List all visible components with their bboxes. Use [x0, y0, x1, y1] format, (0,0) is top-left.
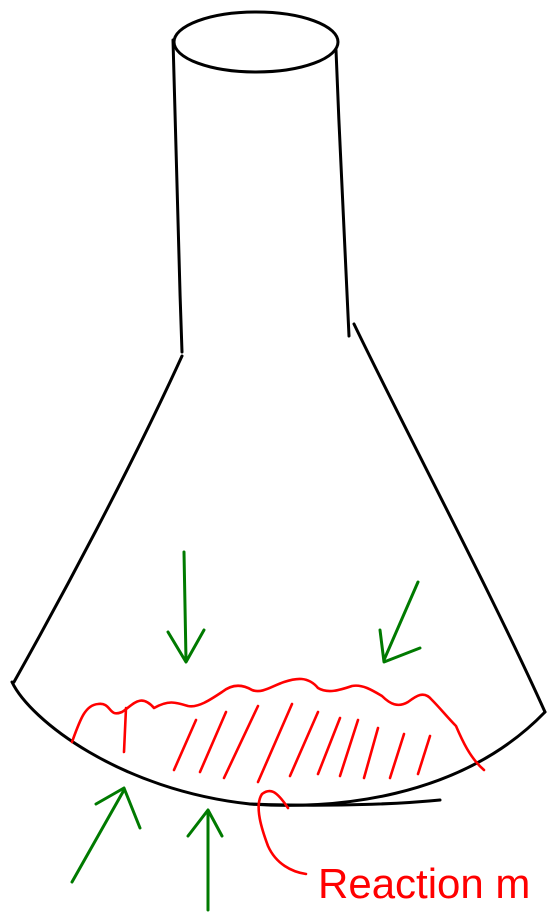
flask-neck-right	[336, 50, 349, 336]
reaction-mass-stroke-8	[340, 720, 358, 776]
reaction-mass-stroke-1	[124, 708, 126, 752]
reaction-mass-stroke-11	[418, 736, 430, 774]
reaction-mass-label: Reaction m	[318, 860, 530, 908]
reaction-mass-stroke-9	[364, 728, 378, 778]
arrow-up-right-icon	[188, 810, 222, 910]
flask-mouth	[174, 12, 338, 72]
flask-neck-left	[173, 40, 182, 352]
reaction-mass-stroke-5	[258, 704, 292, 782]
reaction-mass-stroke-7	[318, 718, 340, 774]
reaction-mass	[72, 679, 484, 874]
arrow-up-left-icon	[72, 788, 140, 882]
reaction-mass-stroke-6	[290, 712, 318, 776]
arrow-down-right-icon	[380, 582, 420, 662]
reaction-mass-stroke-3	[200, 712, 226, 772]
reaction-mass-stroke-2	[174, 720, 196, 770]
flask-outline	[12, 12, 545, 805]
flask-body-left	[14, 356, 182, 682]
reaction-mass-stroke-4	[224, 706, 258, 778]
arrow-down-left-icon	[168, 552, 204, 662]
reaction-mass-top-edge	[72, 679, 484, 770]
reaction-mass-stroke-10	[390, 734, 404, 778]
